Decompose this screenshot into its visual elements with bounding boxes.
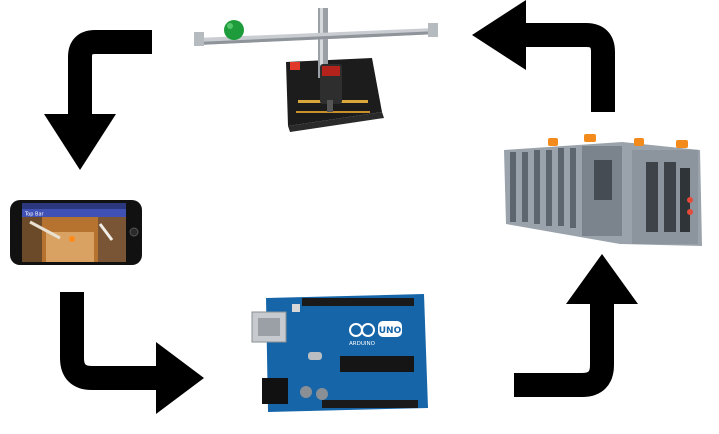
phone-tracked-ball bbox=[69, 236, 75, 242]
smartphone: Top Bar bbox=[10, 200, 142, 265]
arrow-plc-to-beam bbox=[472, 0, 603, 112]
phone-home-button bbox=[130, 228, 138, 236]
arduino-model-label: UNO bbox=[379, 326, 402, 336]
board-power-jack bbox=[262, 378, 288, 404]
board-microcontroller bbox=[340, 356, 414, 372]
plc-rack bbox=[504, 134, 702, 246]
phone-status-bar bbox=[22, 203, 126, 209]
rig-ball bbox=[224, 20, 244, 40]
board-pcb bbox=[266, 294, 428, 412]
arrow-beam-to-phone bbox=[44, 42, 152, 170]
phone-app-bar-title: Top Bar bbox=[24, 212, 45, 218]
arduino-brand-label: ARDUINO bbox=[349, 341, 376, 347]
arduino-uno-board: UNO ARDUINO bbox=[252, 294, 428, 412]
ball-beam-apparatus bbox=[194, 8, 438, 132]
arrow-phone-to-arduino bbox=[72, 292, 204, 414]
arrow-arduino-to-plc bbox=[514, 254, 638, 385]
